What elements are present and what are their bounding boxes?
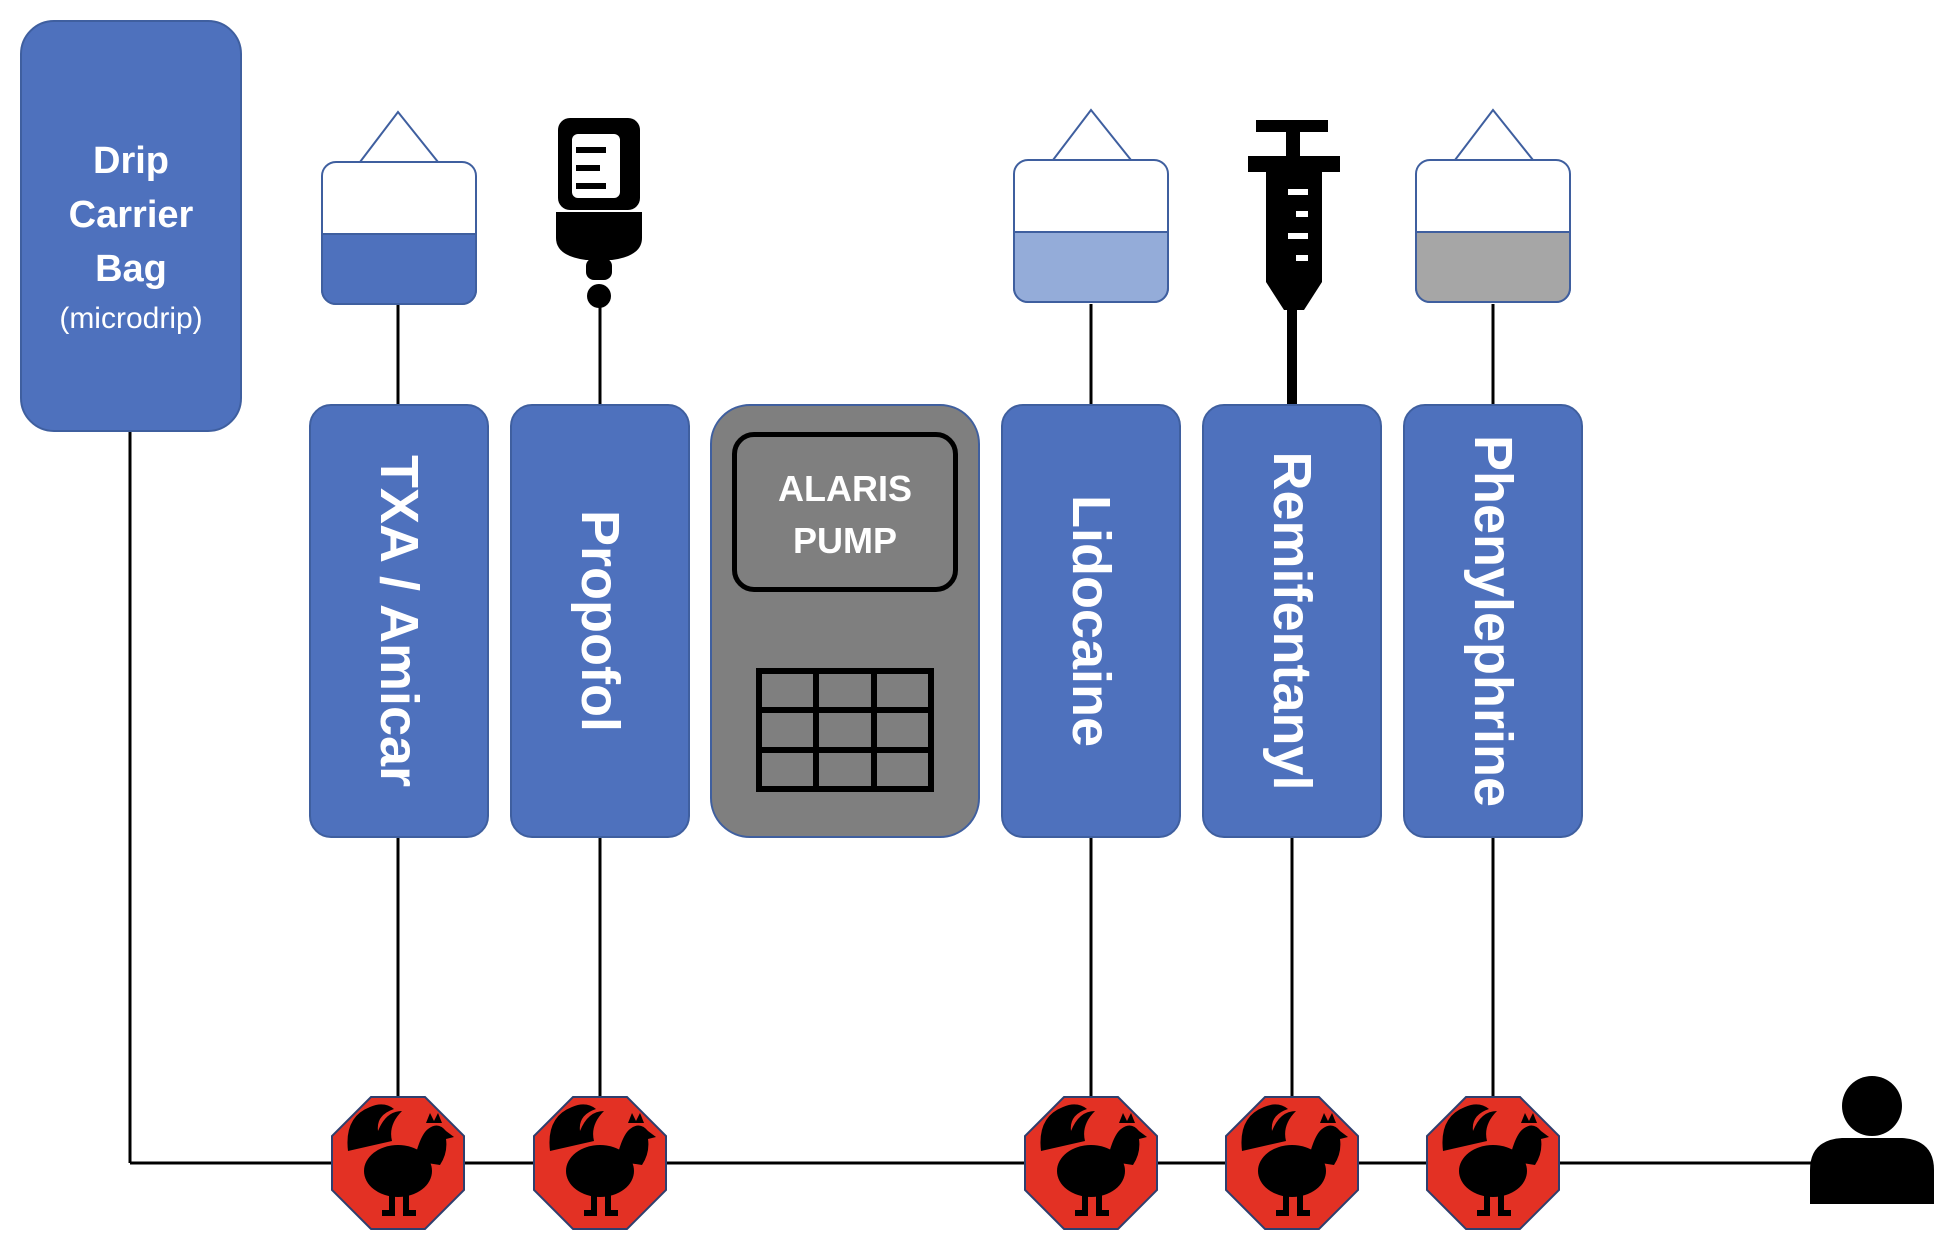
module-remifentanyl[interactable]: Remifentanyl (1202, 404, 1382, 838)
module-phenylephrine[interactable]: Phenylephrine (1403, 404, 1583, 838)
bottle-icon (556, 118, 642, 308)
iv-bag-icon (1013, 108, 1169, 303)
person-icon (1810, 1076, 1934, 1204)
rooster-icon[interactable] (1427, 1097, 1559, 1229)
module-label: Remifentanyl (1262, 451, 1322, 791)
rooster-icon[interactable] (332, 1097, 464, 1229)
module-txa-amicar[interactable]: TXA / Amicar (309, 404, 489, 838)
alaris-pump[interactable]: ALARIS PUMP (710, 404, 980, 838)
syringe-icon (1248, 120, 1340, 410)
module-propofol[interactable]: Propofol (510, 404, 690, 838)
keypad-icon (756, 668, 934, 792)
iv-bag-icon (321, 110, 477, 305)
carrier-title: Drip Carrier Bag (68, 140, 194, 290)
module-label: Phenylephrine (1463, 434, 1523, 808)
carrier-subtitle: (microdrip) (59, 302, 203, 335)
pump-screen: ALARIS PUMP (732, 432, 958, 592)
rooster-icon[interactable] (1226, 1097, 1358, 1229)
module-label: TXA / Amicar (369, 454, 429, 788)
module-label: Lidocaine (1061, 494, 1121, 748)
module-lidocaine[interactable]: Lidocaine (1001, 404, 1181, 838)
rooster-icon[interactable] (534, 1097, 666, 1229)
module-label: Propofol (570, 510, 630, 732)
drip-carrier-bag: Drip Carrier Bag (microdrip) (20, 20, 242, 432)
rooster-icon[interactable] (1025, 1097, 1157, 1229)
iv-bag-icon (1415, 108, 1571, 303)
